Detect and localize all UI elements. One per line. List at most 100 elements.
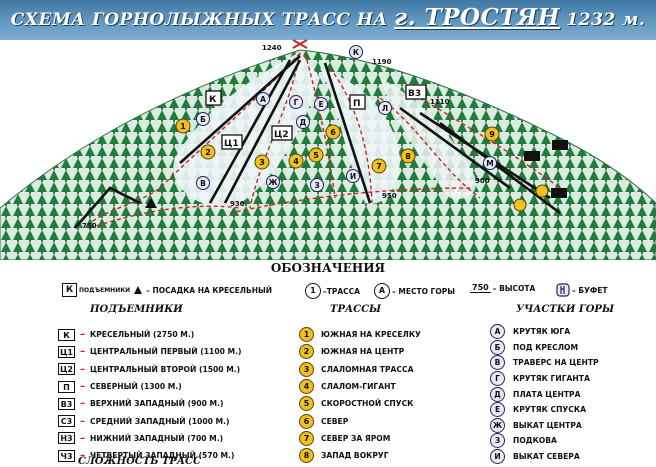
list-item: А КРУТЯК ЮГА xyxy=(490,324,599,340)
lift-name: НИЖНИЙ ЗАПАДНЫЙ (700 М.) xyxy=(90,433,224,443)
area-marker: М xyxy=(486,159,493,168)
ski-map: 1240 1190 1110 930 950 900 750 К Ц1 Ц2 П… xyxy=(0,38,656,261)
lift-name: СРЕДНИЙ ЗАПАДНЫЙ (1000 М.) xyxy=(90,416,230,426)
area-name: КРУТЯК ГИГАНТА xyxy=(513,374,590,384)
area-name: КРУТЯК СПУСКА xyxy=(513,405,586,415)
area-code: Д xyxy=(490,386,505,402)
area-code: Г xyxy=(490,371,505,387)
lift-name: СЕВЕРНЫЙ (1300 М.) xyxy=(90,382,182,392)
altitude-label: 1240 xyxy=(262,44,282,52)
trail-number: 8 xyxy=(299,448,314,464)
altitude-label: 930 xyxy=(230,200,245,208)
list-item: Ч3–ЧЕТВЕРТЫЙ ЗАПАДНЫЙ (570 М.) xyxy=(58,447,241,464)
trail-number: 1 xyxy=(299,327,314,343)
lifts-heading: ПОДЪЕМНИКИ xyxy=(90,304,183,315)
lift-code: Ц2 xyxy=(58,363,75,376)
altitude-label: 1110 xyxy=(430,98,450,106)
lift-name: ЦЕНТРАЛЬНЫЙ ВТОРОЙ (1500 М.) xyxy=(90,364,241,374)
list-item: 8 ЗАПАД ВОКРУГ xyxy=(299,447,421,464)
building-icon xyxy=(524,151,540,161)
area-marker: К xyxy=(353,48,360,57)
list-item: Б ПОД КРЕСЛОМ xyxy=(490,339,599,356)
legend-symbol-lift: К ПОДЪЕМНИКИ – ПОСАДКА НА КРЕСЕЛЬНЫЙ xyxy=(62,283,272,297)
lift-name: ЧЕТВЕРТЫЙ ЗАПАДНЫЙ (570 М.) xyxy=(90,451,235,461)
trail-marker: 6 xyxy=(330,128,336,137)
lift-symbol-icon: К xyxy=(62,283,77,297)
area-code: Б xyxy=(490,339,505,355)
trail-name: ЗАПАД ВОКРУГ xyxy=(321,451,389,461)
trails-heading: ТРАССЫ xyxy=(330,304,382,315)
altitude-symbol-icon: 750 xyxy=(470,283,491,293)
lift-name: ВЕРХНИЙ ЗАПАДНЫЙ (900 М.) xyxy=(90,399,224,409)
legend-symbol-trail: 1 –ТРАССА xyxy=(305,283,360,299)
area-marker: Б xyxy=(200,115,206,124)
area-name: ТРАВЕРС НА ЦЕНТР xyxy=(513,358,599,368)
trail-number: 2 xyxy=(299,344,314,360)
area-marker: Е xyxy=(318,100,323,109)
lift-code: Ч3 xyxy=(58,449,75,462)
list-item: 3 СЛАЛОМНАЯ ТРАССА xyxy=(299,361,421,378)
area-marker: Д xyxy=(300,118,307,127)
area-marker: Г xyxy=(294,98,299,107)
map-title-height: 1232 м. xyxy=(560,10,646,30)
trail-marker: 7 xyxy=(376,162,382,171)
trail-marker: 1 xyxy=(180,122,186,131)
area-marker: В xyxy=(200,179,206,188)
boarding-symbol-label: – ПОСАДКА НА КРЕСЕЛЬНЫЙ xyxy=(146,285,273,295)
boarding-triangle-icon xyxy=(145,198,157,208)
list-item: 7 СЕВЕР ЗА ЯРОМ xyxy=(299,430,421,447)
altitude-label: 900 xyxy=(475,177,490,185)
trail-name: СЛАЛОМНАЯ ТРАССА xyxy=(321,364,414,374)
buffet-icon xyxy=(556,283,570,297)
lift-code: Н3 xyxy=(58,432,75,445)
lift-label-map: Ц1 xyxy=(224,139,239,149)
lift-label-map: Ц2 xyxy=(274,130,289,140)
legend-symbol-area: А – МЕСТО ГОРЫ xyxy=(374,283,455,299)
area-name: КРУТЯК ЮГА xyxy=(513,327,571,337)
area-marker: Ж xyxy=(268,178,278,187)
legend-symbol-buffet: – БУФЕТ xyxy=(556,283,608,297)
area-marker: Л xyxy=(382,104,388,113)
list-item: В ТРАВЕРС НА ЦЕНТР xyxy=(490,355,599,371)
list-item: Г КРУТЯК ГИГАНТА xyxy=(490,371,599,387)
area-symbol-icon: А xyxy=(374,283,390,299)
trail-name: СЛАЛОМ-ГИГАНТ xyxy=(321,382,396,392)
area-name: ПОДКОВА xyxy=(513,436,557,446)
trail-marker: 5 xyxy=(313,151,319,160)
lift-name: ЦЕНТРАЛЬНЫЙ ПЕРВЫЙ (1100 М.) xyxy=(90,347,242,357)
list-item: 5 СКОРОСТНОЙ СПУСК xyxy=(299,395,421,412)
lift-symbol-label: ПОДЪЕМНИКИ xyxy=(79,286,131,294)
trail-name: СКОРОСТНОЙ СПУСК xyxy=(321,399,414,409)
trail-name: СЕВЕР ЗА ЯРОМ xyxy=(321,433,391,443)
area-code: А xyxy=(490,324,505,340)
lift-code: П xyxy=(58,380,75,393)
list-item: П–СЕВЕРНЫЙ (1300 М.) xyxy=(58,378,241,395)
building-icon xyxy=(551,188,567,198)
lift-name: КРЕСЕЛЬНЫЙ (2750 М.) xyxy=(90,330,195,340)
area-marker: З xyxy=(314,181,319,190)
trail-number: 7 xyxy=(299,430,314,446)
trail-number: 5 xyxy=(299,396,314,412)
lift-label-map: В3 xyxy=(408,89,421,99)
area-name: ПОД КРЕСЛОМ xyxy=(513,342,579,352)
map-title-prefix: СХЕМА ГОРНОЛЫЖНЫХ ТРАСС НА xyxy=(10,10,395,30)
trail-marker: 9 xyxy=(489,130,495,139)
list-item: К–КРЕСЕЛЬНЫЙ (2750 М.) xyxy=(58,326,241,343)
lift-code: Ц1 xyxy=(58,345,75,358)
lift-code: К xyxy=(58,328,75,341)
lift-code: С3 xyxy=(58,415,75,428)
boarding-triangle-icon xyxy=(134,286,143,294)
altitude-label: 750 xyxy=(82,222,97,230)
trail-number: 3 xyxy=(299,361,314,377)
ski-map-drawing: 1240 1190 1110 930 950 900 750 К Ц1 Ц2 П… xyxy=(0,39,656,261)
area-name: ВЫКАТ СЕВЕРА xyxy=(513,452,580,462)
list-item: Н3–НИЖНИЙ ЗАПАДНЫЙ (700 М.) xyxy=(58,430,241,447)
area-code: В xyxy=(490,355,505,371)
altitude-label: 950 xyxy=(382,192,397,200)
